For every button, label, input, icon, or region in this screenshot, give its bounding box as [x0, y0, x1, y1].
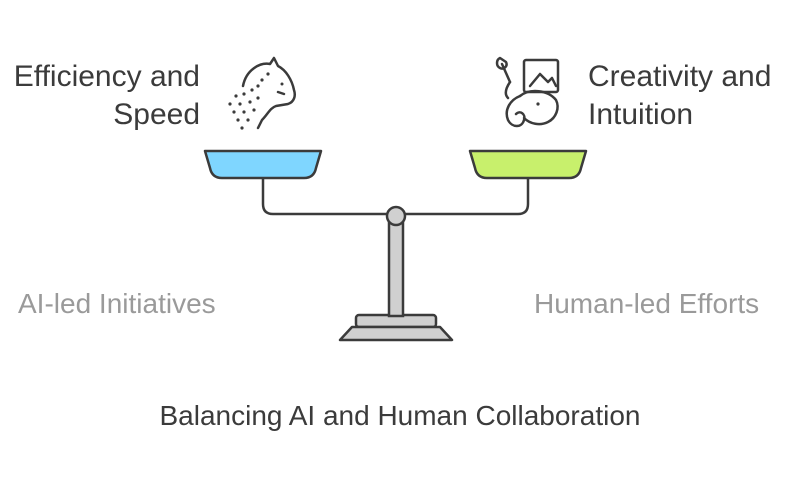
efficiency-speed-label: Efficiency and Speed — [14, 58, 200, 133]
ai-led-initiatives-label: AI-led Initiatives — [18, 288, 216, 319]
creativity-label-line2: Intuition — [588, 97, 694, 131]
scale-pillar — [387, 220, 405, 318]
cheetah-icon — [228, 56, 296, 130]
left-pan — [203, 149, 323, 180]
efficiency-label-line2: Speed — [113, 97, 200, 131]
human-led-efforts-label: Human-led Efforts — [534, 288, 760, 319]
efficiency-label-line1: Efficiency and — [13, 60, 200, 93]
right-pan — [468, 149, 588, 180]
elephant-painting-icon — [495, 56, 560, 128]
creativity-label-line1: Creativity and — [588, 60, 772, 93]
creativity-intuition-label: Creativity and Intuition — [588, 58, 771, 133]
scale-base — [338, 313, 454, 342]
scale-pivot — [385, 205, 407, 227]
diagram-caption: Balancing AI and Human Collaboration — [159, 400, 641, 431]
